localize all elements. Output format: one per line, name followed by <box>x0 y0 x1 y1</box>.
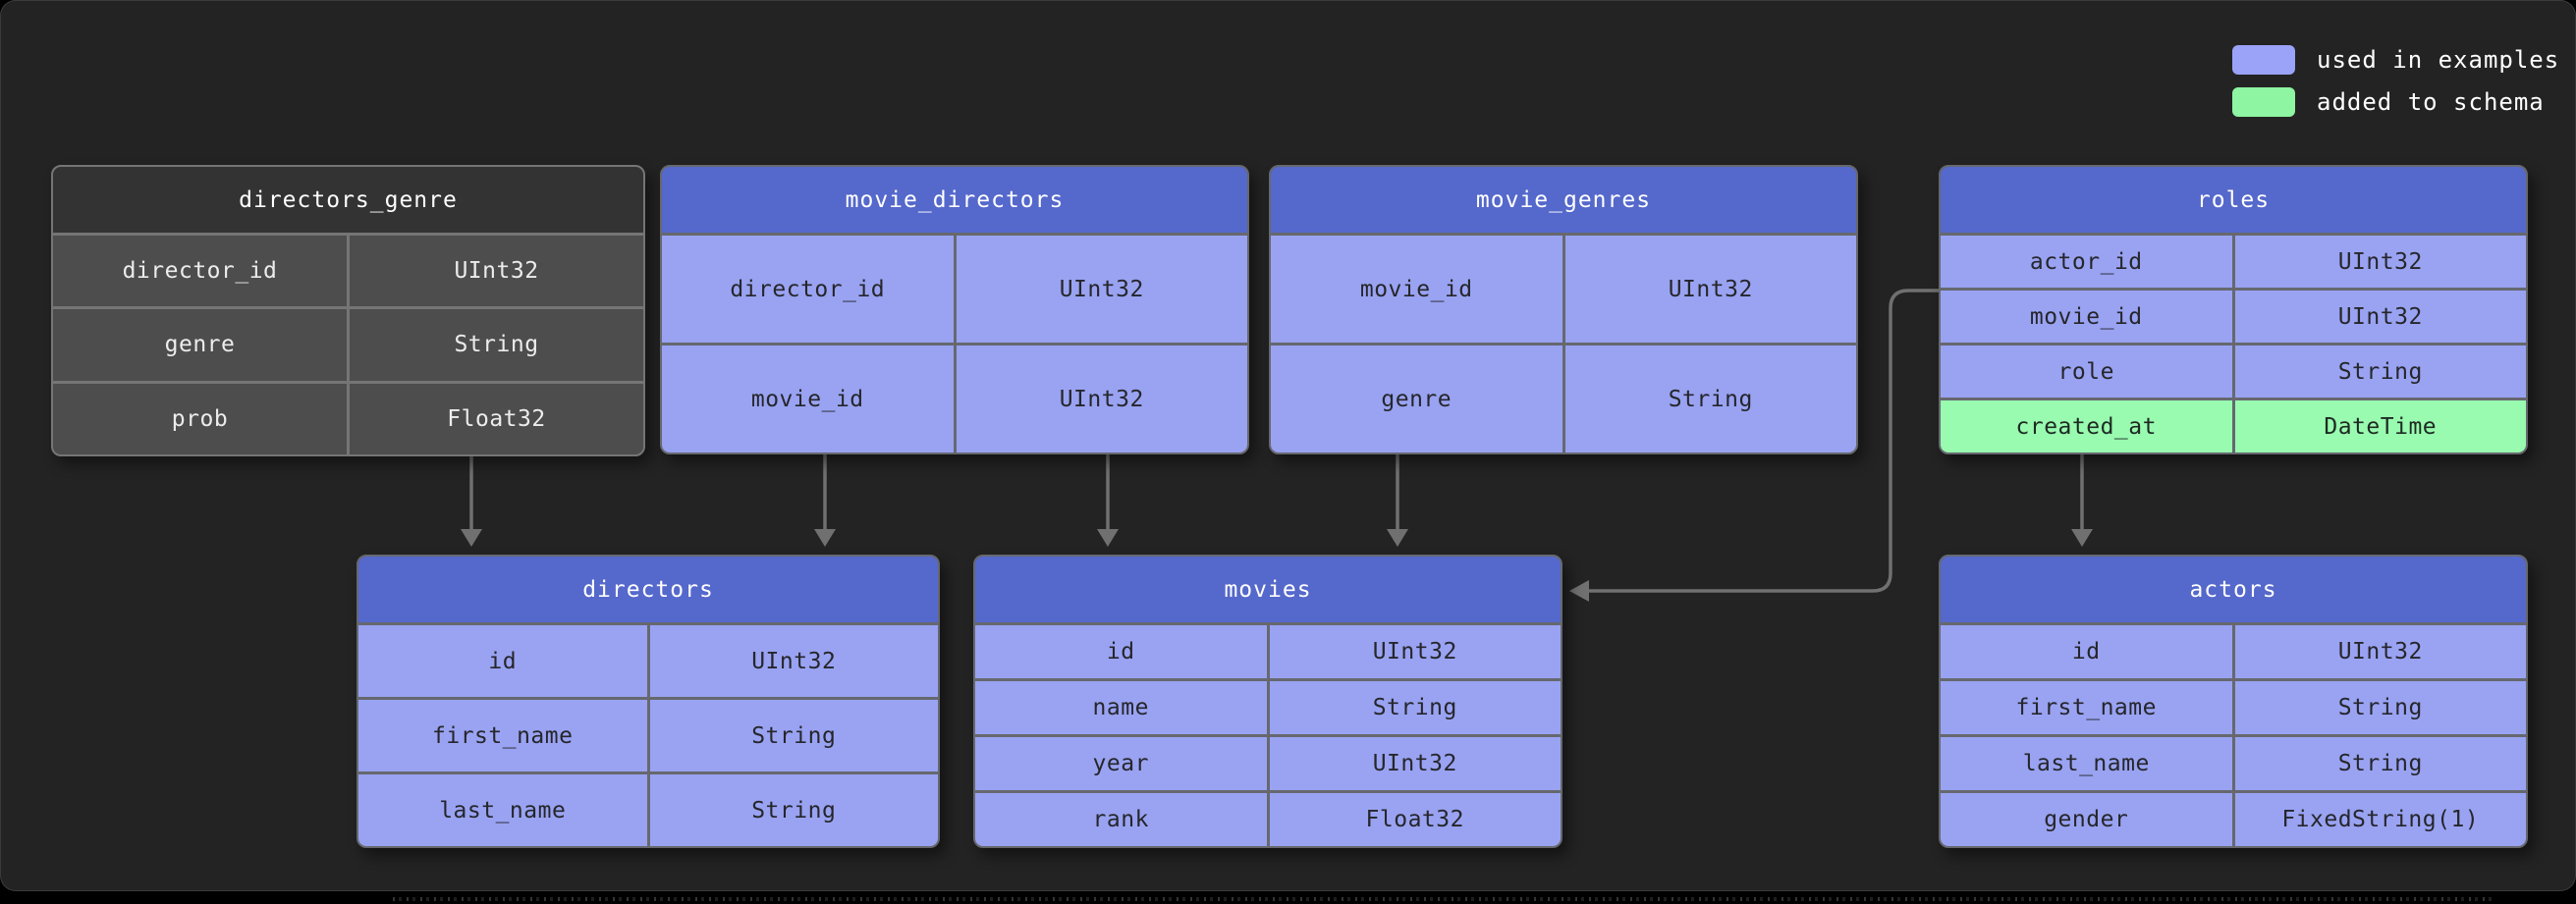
field-name-cell: id <box>1941 625 2232 678</box>
field-name-cell: genre <box>1271 346 1562 452</box>
relation-arrow-roles-to-actors <box>2071 453 2093 547</box>
legend-swatch-used-in-examples <box>2232 45 2295 75</box>
field-type-cell: FixedString(1) <box>2234 793 2526 846</box>
relation-arrow-movie_directors-to-directors <box>814 453 836 547</box>
field-name-cell: director_id <box>53 236 347 307</box>
legend: used in examples added to schema <box>2232 45 2559 117</box>
field-type-cell: String <box>649 700 938 771</box>
field-name-cell: name <box>975 681 1267 734</box>
field-type-cell: UInt32 <box>2234 291 2526 343</box>
field-type-cell: UInt32 <box>2234 236 2526 288</box>
field-type-cell: UInt32 <box>956 236 1247 343</box>
table-title: directors <box>358 557 938 622</box>
field-type-cell: String <box>2234 346 2526 398</box>
legend-label: used in examples <box>2317 46 2560 74</box>
field-name-cell: id <box>975 625 1267 678</box>
legend-item-added-to-schema: added to schema <box>2232 87 2559 117</box>
field-type-cell: String <box>649 774 938 846</box>
field-name-cell: rank <box>975 793 1267 846</box>
field-type-cell: String <box>350 309 643 381</box>
field-type-cell: Float32 <box>350 383 643 454</box>
legend-swatch-added-to-schema <box>2232 87 2295 117</box>
relation-arrow-movie_genres-to-movies <box>1387 453 1408 547</box>
field-name-cell: id <box>358 625 647 697</box>
table-title: movies <box>975 557 1561 622</box>
field-name-cell: first_name <box>1941 681 2232 734</box>
table-title: movie_directors <box>662 167 1247 233</box>
field-type-cell: Float32 <box>1269 793 1561 846</box>
field-type-cell: DateTime <box>2234 400 2526 452</box>
field-name-cell: movie_id <box>1941 291 2232 343</box>
field-type-cell: UInt32 <box>350 236 643 307</box>
field-name-cell: year <box>975 737 1267 790</box>
legend-item-used-in-examples: used in examples <box>2232 45 2559 75</box>
field-name-cell: gender <box>1941 793 2232 846</box>
field-name-cell: first_name <box>358 700 647 771</box>
field-name-cell: created_at <box>1941 400 2232 452</box>
field-type-cell: UInt32 <box>649 625 938 697</box>
field-type-cell: UInt32 <box>2234 625 2526 678</box>
table-title: actors <box>1941 557 2526 622</box>
field-type-cell: String <box>1564 346 1856 452</box>
field-type-cell: UInt32 <box>1269 737 1561 790</box>
table-title: movie_genres <box>1271 167 1856 233</box>
field-name-cell: prob <box>53 383 347 454</box>
legend-label: added to schema <box>2317 88 2545 116</box>
relation-arrow-movie_directors-to-movies <box>1097 453 1119 547</box>
field-name-cell: actor_id <box>1941 236 2232 288</box>
table-title: directors_genre <box>53 167 643 233</box>
field-type-cell: String <box>2234 737 2526 790</box>
field-type-cell: UInt32 <box>1269 625 1561 678</box>
field-name-cell: movie_id <box>1271 236 1562 343</box>
field-type-cell: UInt32 <box>1564 236 1856 343</box>
relation-arrow-directors_genre-to-directors <box>461 453 482 547</box>
field-name-cell: last_name <box>358 774 647 846</box>
field-type-cell: UInt32 <box>956 346 1247 452</box>
field-name-cell: director_id <box>662 236 954 343</box>
field-name-cell: genre <box>53 309 347 381</box>
field-type-cell: String <box>2234 681 2526 734</box>
clipped-content-sliver <box>393 897 2494 901</box>
table-title: roles <box>1941 167 2526 233</box>
field-name-cell: role <box>1941 346 2232 398</box>
field-type-cell: String <box>1269 681 1561 734</box>
field-name-cell: movie_id <box>662 346 954 452</box>
field-name-cell: last_name <box>1941 737 2232 790</box>
